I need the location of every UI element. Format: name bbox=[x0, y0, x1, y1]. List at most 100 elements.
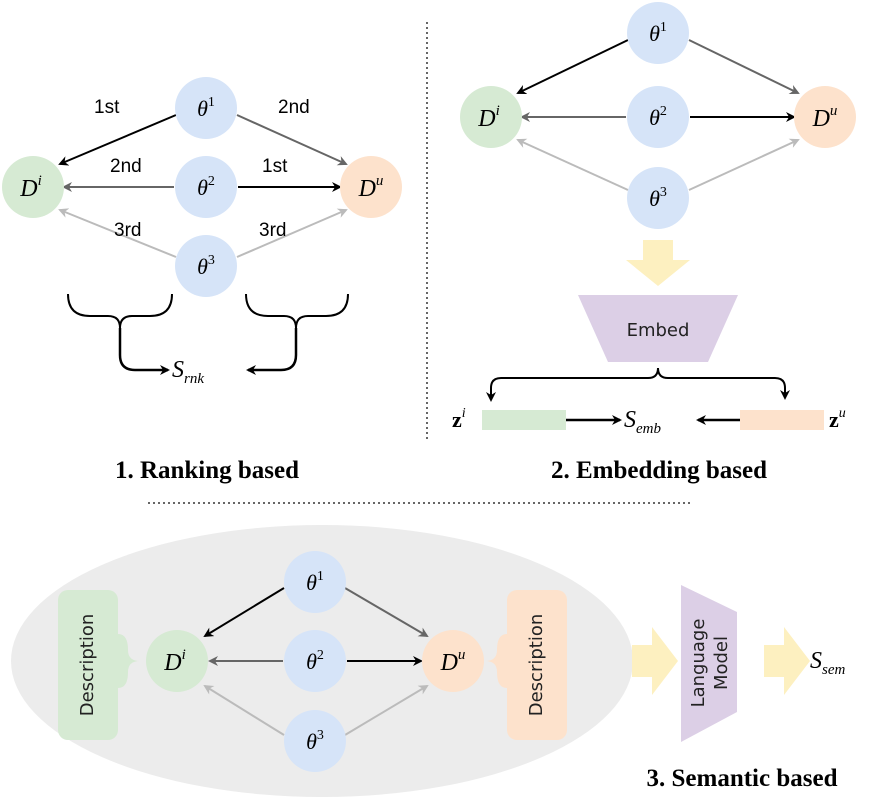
desc-right-label: Description bbox=[526, 614, 547, 717]
semantic-title: 3. Semantic based bbox=[647, 765, 838, 792]
zi-label: zi bbox=[452, 406, 466, 432]
d-superscript: i bbox=[38, 173, 42, 189]
embed-label: Embed bbox=[627, 320, 690, 341]
yellow-right-arrow-2 bbox=[764, 627, 810, 695]
theta-symbol: θ bbox=[306, 649, 317, 674]
du-node: Du bbox=[794, 86, 856, 148]
z-superscript: u bbox=[839, 406, 846, 421]
d-symbol: D bbox=[812, 106, 830, 132]
svg-text:θ3: θ3 bbox=[306, 728, 324, 754]
theta3-node: θ3 bbox=[284, 710, 346, 772]
zu-bar bbox=[740, 410, 824, 430]
d-symbol: D bbox=[440, 650, 458, 676]
theta-superscript: 2 bbox=[660, 104, 667, 119]
d-superscript: u bbox=[458, 647, 466, 663]
du-node: Du bbox=[422, 630, 484, 692]
right-brace bbox=[245, 293, 349, 329]
theta2-node: θ2 bbox=[284, 630, 346, 692]
edge-t1-di bbox=[58, 114, 177, 166]
z-symbol: z bbox=[829, 407, 839, 432]
theta-superscript: 3 bbox=[208, 253, 215, 268]
label-t2-du: 1st bbox=[262, 156, 288, 177]
yellow-right-arrow-1 bbox=[632, 627, 678, 695]
score-subscript: emb bbox=[636, 421, 661, 437]
lm-label-line2: Model bbox=[711, 636, 732, 690]
svg-text:θ2: θ2 bbox=[649, 104, 667, 130]
edge-t3-du bbox=[236, 208, 348, 258]
theta-symbol: θ bbox=[306, 729, 317, 754]
edge-t1-du bbox=[344, 587, 429, 638]
yellow-down-arrow bbox=[626, 240, 690, 286]
theta1-node: θ1 bbox=[175, 77, 237, 139]
svg-text:Du: Du bbox=[812, 103, 838, 132]
edge-t1-du bbox=[688, 39, 800, 94]
du-node: Du bbox=[340, 156, 402, 218]
z-superscript: i bbox=[462, 406, 466, 421]
desc-right-brace bbox=[485, 634, 507, 688]
theta-symbol: θ bbox=[649, 186, 660, 211]
di-node: Di bbox=[460, 86, 522, 148]
di-node: Di bbox=[146, 630, 208, 692]
theta-symbol: θ bbox=[649, 21, 660, 46]
zu-label: zu bbox=[829, 406, 846, 432]
theta2-node: θ2 bbox=[175, 156, 237, 218]
svg-text:Du: Du bbox=[358, 173, 384, 202]
z-symbol: z bbox=[452, 407, 462, 432]
score-subscript: sem bbox=[822, 662, 845, 678]
theta-symbol: θ bbox=[197, 175, 208, 200]
theta-superscript: 2 bbox=[317, 648, 324, 663]
zi-bar bbox=[482, 410, 566, 430]
svg-text:Di: Di bbox=[19, 173, 42, 202]
edge-t3-du bbox=[344, 684, 429, 736]
theta-superscript: 2 bbox=[208, 174, 215, 189]
desc-left-label: Description bbox=[77, 614, 98, 717]
label-t1-di: 1st bbox=[94, 97, 120, 118]
edge-t1-di bbox=[203, 587, 285, 638]
svg-text:θ3: θ3 bbox=[197, 253, 215, 279]
ranking-panel: 1st 2nd 2nd 1st 3rd 3rd θ1 θ2 θ3 Di Du bbox=[2, 77, 402, 484]
theta-symbol: θ bbox=[306, 570, 317, 595]
score-subscript: rnk bbox=[184, 371, 204, 387]
brace-arrow-left bbox=[118, 328, 170, 375]
theta-symbol: θ bbox=[197, 96, 208, 121]
svg-text:θ1: θ1 bbox=[649, 20, 667, 46]
theta-symbol: θ bbox=[197, 254, 208, 279]
embed-brace bbox=[490, 367, 790, 400]
d-symbol: D bbox=[358, 176, 376, 202]
label-t1-du: 2nd bbox=[278, 97, 310, 118]
d-symbol: D bbox=[19, 176, 37, 202]
desc-left-brace bbox=[118, 634, 140, 688]
theta1-node: θ1 bbox=[284, 551, 346, 613]
d-symbol: D bbox=[477, 106, 495, 132]
desc-left-box bbox=[58, 590, 118, 740]
score-sem: Ssem bbox=[810, 648, 845, 678]
edge-t1-du bbox=[236, 114, 348, 166]
svg-text:θ2: θ2 bbox=[306, 648, 324, 674]
di-node: Di bbox=[2, 156, 64, 218]
edge-t3-di bbox=[58, 208, 177, 258]
theta1-node: θ1 bbox=[627, 2, 689, 64]
embedding-panel: θ1 θ2 θ3 Di Du Embed zi zu Semb 2. Emb bbox=[452, 2, 856, 484]
lm-label-line1: Language bbox=[688, 619, 709, 708]
svg-text:θ2: θ2 bbox=[197, 174, 215, 200]
edge-t3-di bbox=[516, 138, 629, 191]
desc-right-box bbox=[507, 590, 567, 740]
theta-superscript: 1 bbox=[660, 20, 667, 35]
brace-arrow-right bbox=[246, 328, 298, 375]
edge-t3-du bbox=[688, 138, 800, 191]
theta-superscript: 1 bbox=[317, 569, 324, 584]
theta-symbol: θ bbox=[649, 105, 660, 130]
svg-text:Di: Di bbox=[163, 647, 186, 676]
theta-superscript: 3 bbox=[317, 728, 324, 743]
theta-superscript: 1 bbox=[208, 95, 215, 110]
d-superscript: i bbox=[182, 647, 186, 663]
edge-t3-di bbox=[203, 684, 285, 736]
embedding-title: 2. Embedding based bbox=[551, 457, 767, 484]
score-symbol: S bbox=[624, 407, 636, 433]
score-rnk: Srnk bbox=[172, 357, 204, 387]
d-superscript: u bbox=[376, 173, 384, 189]
theta3-node: θ3 bbox=[175, 235, 237, 297]
theta-superscript: 3 bbox=[660, 185, 667, 200]
d-symbol: D bbox=[163, 650, 181, 676]
